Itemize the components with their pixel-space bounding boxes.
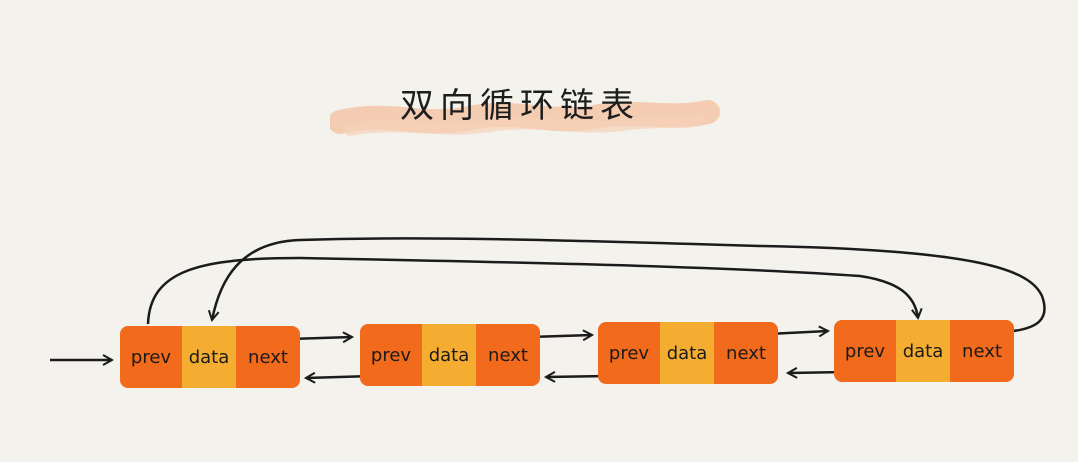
list-node-1: prev data next [120, 326, 300, 388]
next-arrow-1-2 [289, 337, 352, 339]
list-node-3: prev data next [598, 322, 778, 384]
node-next-field: next [714, 322, 778, 384]
node-prev-field: prev [120, 326, 182, 388]
list-node-2: prev data next [360, 324, 540, 386]
node-next-field: next [476, 324, 540, 386]
node-next-field: next [236, 326, 300, 388]
next-arrow-2-3 [529, 335, 592, 337]
node-data-field: data [660, 322, 714, 384]
node-data-field: data [182, 326, 236, 388]
node-prev-field: prev [598, 322, 660, 384]
prev-arrow-3-2 [546, 376, 609, 377]
page-title: 双向循环链表 [400, 86, 640, 126]
node-prev-field: prev [360, 324, 422, 386]
node-prev-field: prev [834, 320, 896, 382]
node-next-field: next [950, 320, 1014, 382]
circular-next-arrow [212, 237, 1046, 334]
list-node-4: prev data next [834, 320, 1014, 382]
title-block: 双向循环链表 [330, 60, 720, 150]
next-arrow-3-4 [767, 331, 828, 334]
title-brush-stroke [330, 100, 720, 136]
circular-prev-arrow [146, 256, 918, 325]
node-data-field: data [422, 324, 476, 386]
node-data-field: data [896, 320, 950, 382]
